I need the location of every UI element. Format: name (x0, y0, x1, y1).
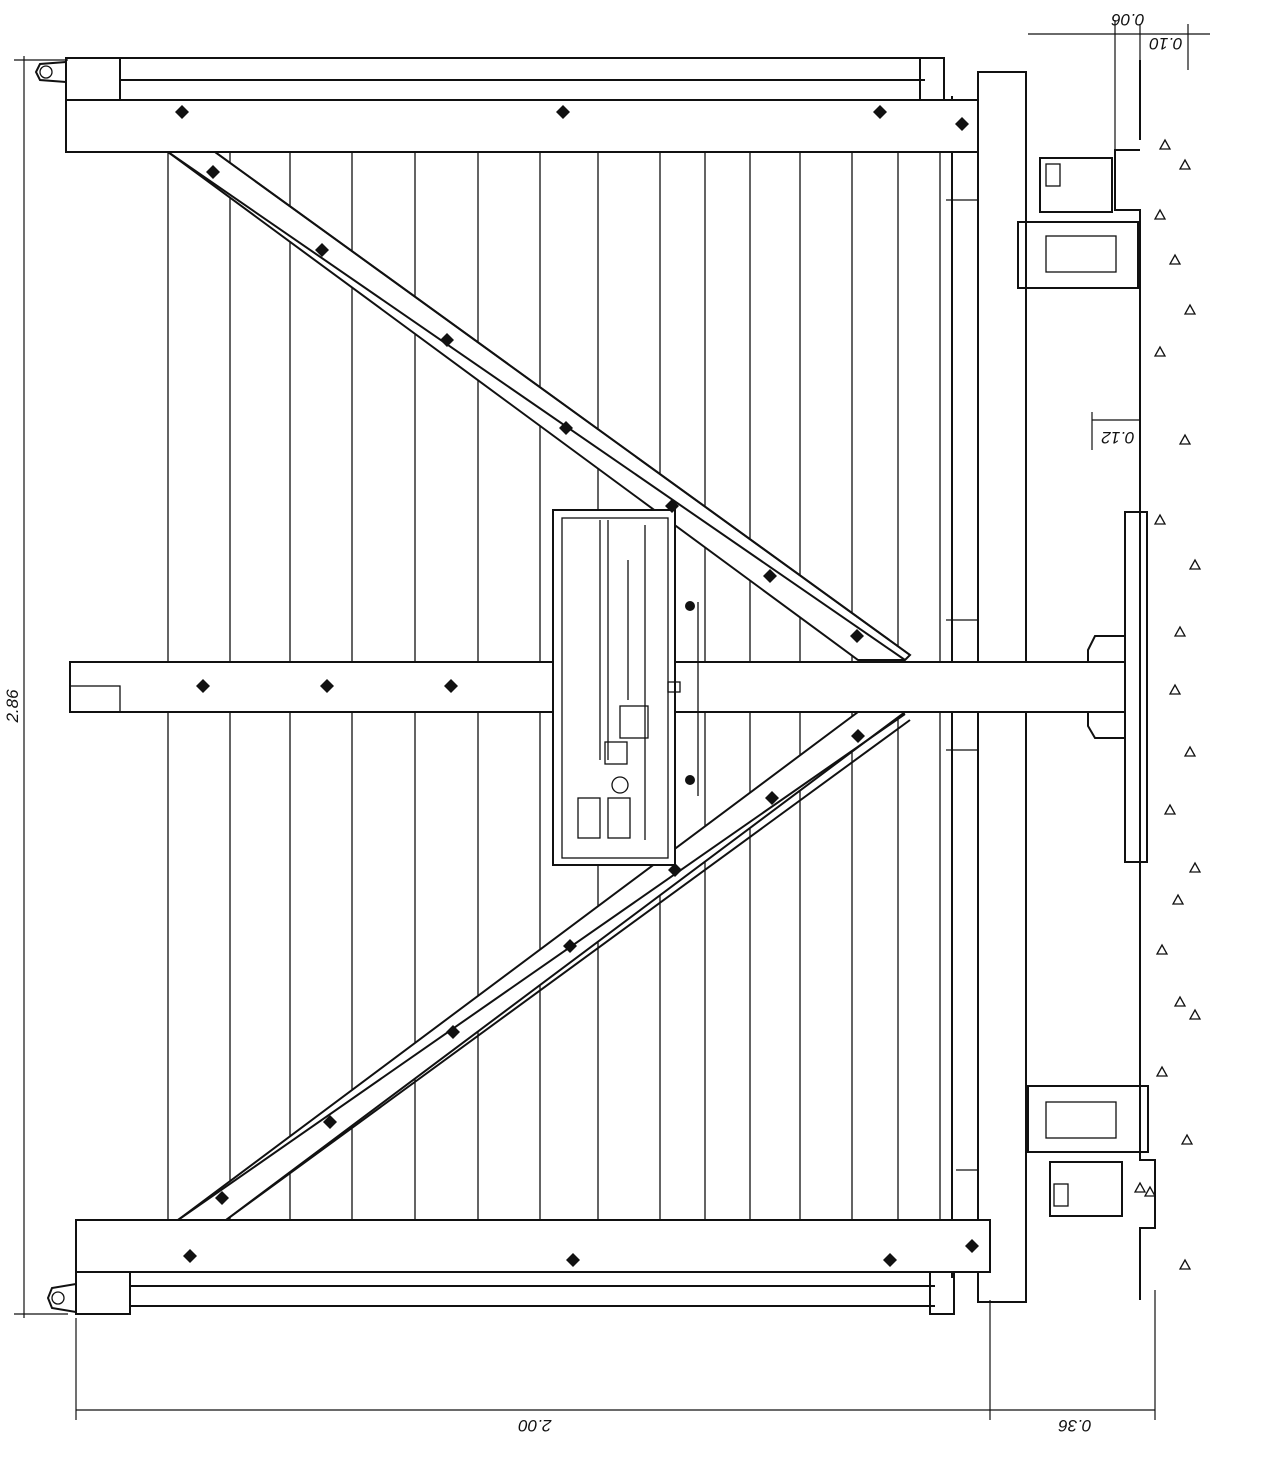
bolt-marker (763, 569, 777, 583)
bolt-marker (444, 679, 458, 693)
bolt-marker (668, 863, 682, 877)
bolt-marker (566, 1253, 580, 1267)
bolt-marker (206, 165, 220, 179)
bolt-marker (955, 117, 969, 131)
bolt-marker (556, 105, 570, 119)
soil-mark (1183, 745, 1197, 757)
bolt-marker (563, 939, 577, 953)
bolt-marker (765, 791, 779, 805)
bolt-marker (559, 421, 573, 435)
soil-mark (1133, 1181, 1147, 1193)
control-box (552, 509, 699, 866)
bolt-marker (323, 1115, 337, 1129)
soil-mark (1171, 893, 1185, 905)
bolt-marker (183, 1249, 197, 1263)
soil-mark (1178, 433, 1192, 445)
soil-mark (1188, 558, 1202, 570)
bolt-marker (320, 679, 334, 693)
bolt-marker (965, 1239, 979, 1253)
soil-mark (1188, 861, 1202, 873)
top-rail-beam (34, 57, 979, 153)
soil-mark (1168, 253, 1182, 265)
hinge-brackets (1017, 157, 1149, 1217)
dim-base-offset: 0.36 (1058, 1416, 1092, 1435)
bolt-marker (446, 1025, 460, 1039)
bolt-marker (196, 679, 210, 693)
soil-mark (1153, 345, 1167, 357)
dim-top-gap-a: 0.06 (1111, 10, 1145, 29)
soil-mark (1178, 1258, 1192, 1270)
dim-top-gap-b: 0.10 (1149, 34, 1183, 53)
soil-mark (1155, 943, 1169, 955)
soil-mark (1153, 208, 1167, 220)
bolt-marker (215, 1191, 229, 1205)
soil-mark (1188, 1008, 1202, 1020)
soil-mark (1168, 683, 1182, 695)
soil-mark (1173, 625, 1187, 637)
soil-marks (1133, 138, 1202, 1270)
bolts (175, 105, 979, 1267)
soil-mark (1173, 995, 1187, 1007)
soil-mark (1153, 513, 1167, 525)
bolt-marker (851, 729, 865, 743)
soil-mark (1183, 303, 1197, 315)
dim-height-total: 2.86 (3, 689, 22, 724)
bottom-rail-beam (46, 1219, 991, 1315)
soil-mark (1163, 803, 1177, 815)
ground-foundation (1114, 60, 1156, 1300)
dim-side-gap: 0.12 (1101, 428, 1135, 447)
bolt-marker (873, 105, 887, 119)
soil-mark (1155, 1065, 1169, 1077)
bolt-marker (440, 333, 454, 347)
soil-mark (1143, 1185, 1157, 1197)
bolt-marker (665, 499, 679, 513)
bolt-marker (315, 243, 329, 257)
soil-mark (1178, 158, 1192, 170)
bolt-marker (175, 105, 189, 119)
bolt-marker (850, 629, 864, 643)
bolt-marker (883, 1253, 897, 1267)
soil-mark (1180, 1133, 1194, 1145)
dim-width-total: 2.00 (518, 1416, 553, 1435)
soil-mark (1158, 138, 1172, 150)
dimension-lines (14, 20, 1210, 1420)
